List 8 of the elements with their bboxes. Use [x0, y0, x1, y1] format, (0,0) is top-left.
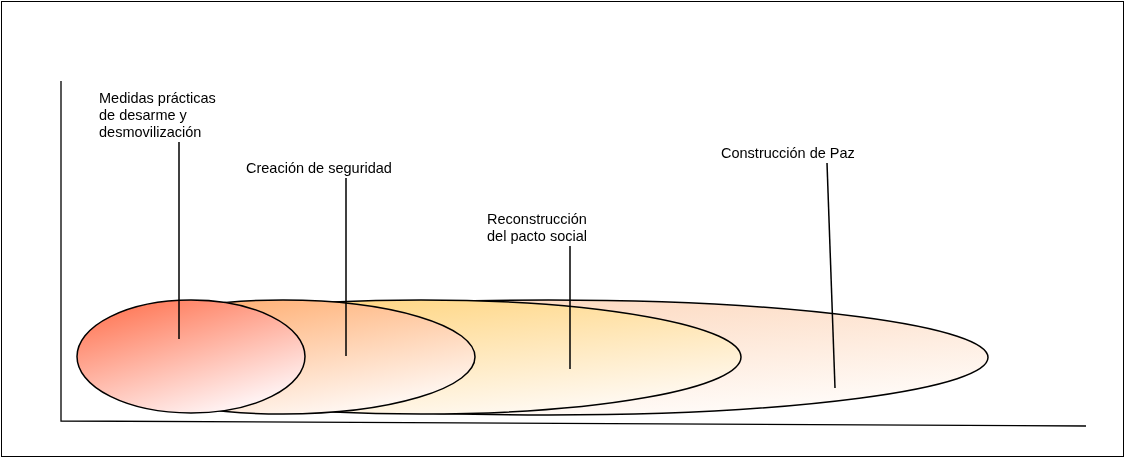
stage-label: Reconstrucción del pacto social [487, 211, 603, 245]
stage-label: Construcción de Paz [721, 145, 921, 162]
stage-label: Medidas prácticas de desarme y desmovilización [99, 90, 224, 141]
leader-line [178, 141, 180, 340]
stage-label: Creación de seguridad [246, 160, 476, 177]
leader-line [826, 162, 836, 389]
leader-line [345, 177, 347, 357]
leader-line [569, 245, 571, 370]
